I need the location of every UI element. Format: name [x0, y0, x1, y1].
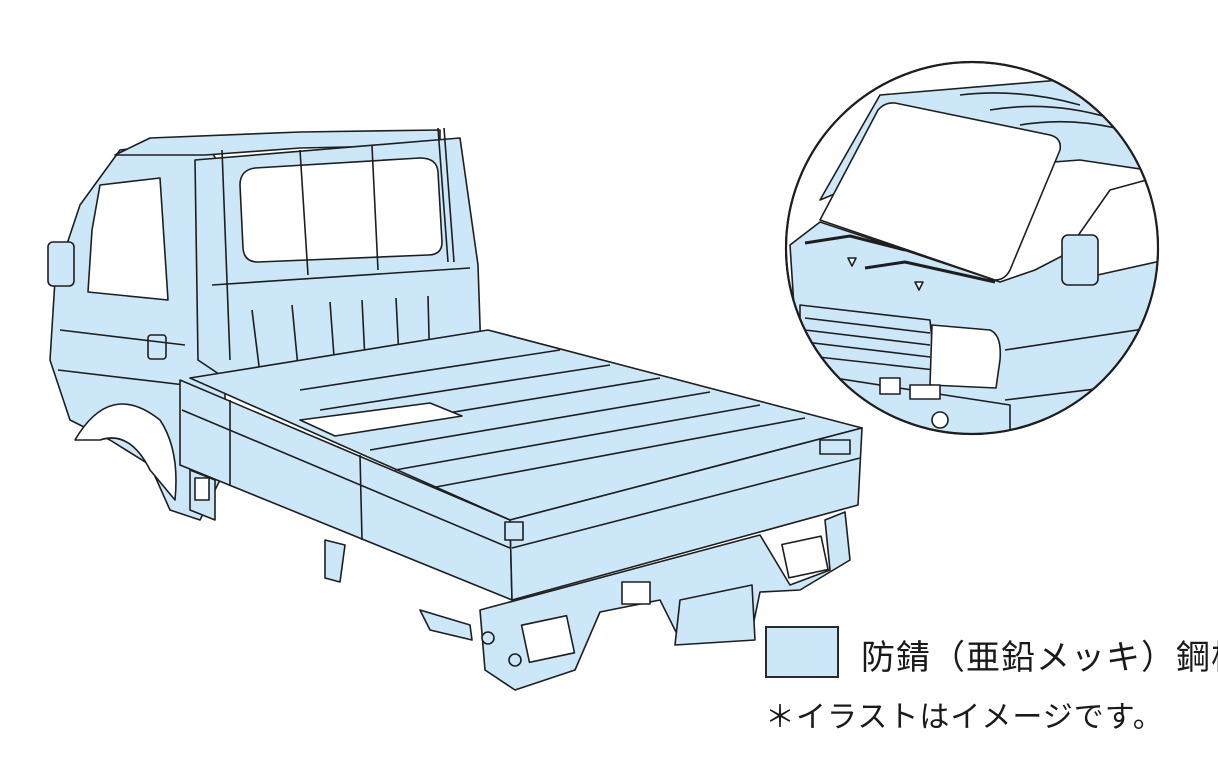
zoom-headlight	[929, 324, 1002, 389]
floor-access-panel	[299, 402, 463, 437]
zoom-windshield	[819, 102, 1062, 281]
wiper-left	[804, 234, 906, 252]
front-detail-zoom	[784, 60, 1160, 436]
door-handle	[147, 334, 167, 360]
wiper-right	[864, 260, 996, 284]
tailgate	[509, 427, 863, 601]
kei-truck-illustration	[47, 127, 863, 691]
legend-swatch-rustproof-steel	[765, 626, 839, 678]
cab-side-window	[87, 177, 169, 301]
wheel-arch	[74, 403, 177, 501]
rear-light-left	[520, 614, 576, 664]
side-mirror	[47, 241, 75, 287]
zoom-side-mirror	[1061, 234, 1099, 286]
rear-window	[239, 157, 443, 263]
mud-flap	[674, 584, 756, 646]
rear-light-right	[781, 535, 829, 579]
legend-label: 防錆（亜鉛メッキ）鋼板	[861, 638, 1218, 678]
legend: 防錆（亜鉛メッキ）鋼板	[765, 622, 1218, 682]
illustration-note: ＊イラストはイメージです。	[765, 700, 1164, 735]
cab-roof	[114, 129, 441, 156]
